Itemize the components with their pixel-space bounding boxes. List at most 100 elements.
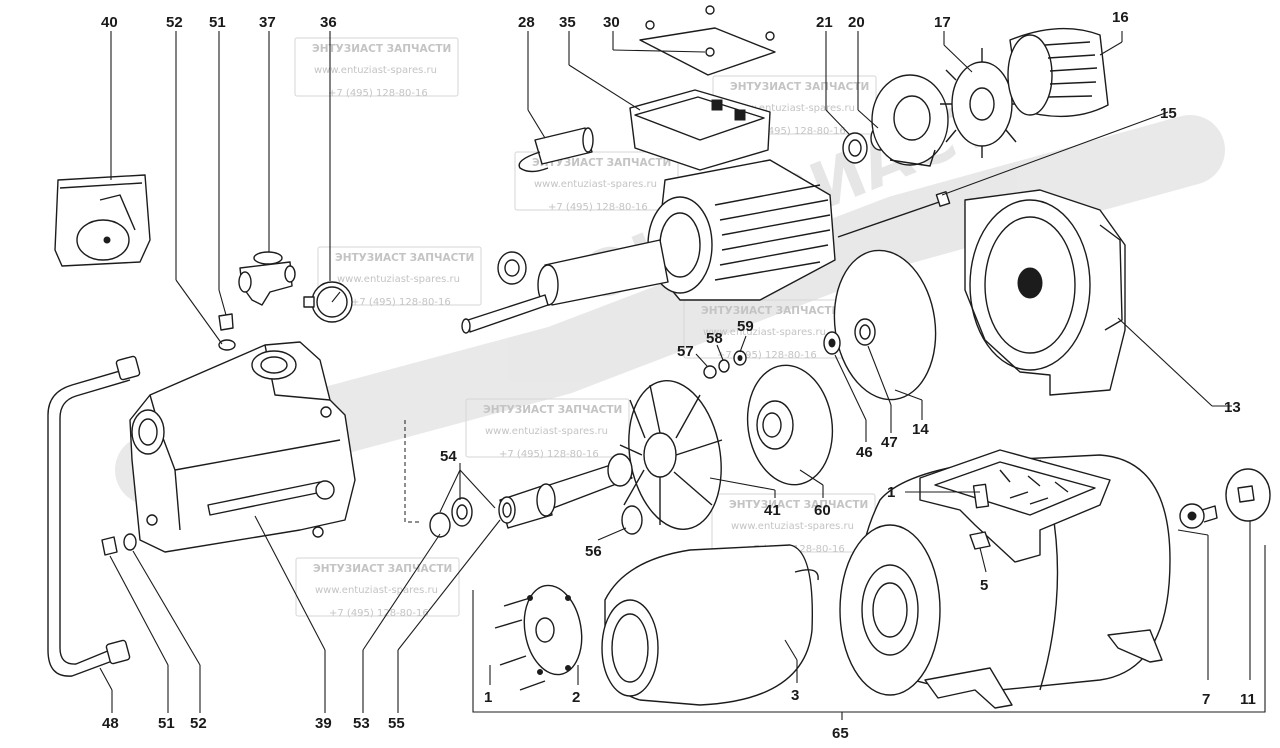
callout-3: 3 [791, 687, 799, 704]
part-36-pressure-gauge [303, 281, 353, 323]
svg-text:www.entuziast-spares.ru: www.entuziast-spares.ru [732, 103, 855, 114]
part-39-pump-body [129, 341, 356, 553]
part-21-bearing-rear [842, 132, 868, 164]
callout-15: 15 [1160, 105, 1177, 122]
callout-28: 28 [518, 14, 535, 31]
callout-54: 54 [440, 448, 457, 465]
svg-text:ЭНТУЗИАСТ ЗАПЧАСТИ: ЭНТУЗИАСТ ЗАПЧАСТИ [729, 499, 868, 511]
callout-13: 13 [1224, 399, 1241, 416]
callout-2: 2 [572, 689, 580, 706]
watermark-stamp-4: ЭНТУЗИАСТ ЗАПЧАСТИ www.entuziast-spares.… [317, 246, 482, 308]
svg-text:ЭНТУЗИАСТ ЗАПЧАСТИ: ЭНТУЗИАСТ ЗАПЧАСТИ [701, 305, 840, 317]
callout-47: 47 [881, 434, 898, 451]
part-3-diaphragm [601, 544, 819, 706]
callout-56: 56 [585, 543, 602, 560]
part-bearing-front [497, 251, 527, 285]
part-46-mechanical-seal [823, 331, 841, 355]
callout-46: 46 [856, 444, 873, 461]
svg-text:www.entuziast-spares.ru: www.entuziast-spares.ru [731, 521, 854, 532]
part-56-o-ring [621, 505, 643, 535]
assembly-dashed-line [404, 420, 420, 523]
part-2-tank-flange [523, 584, 583, 676]
svg-text:ЭНТУЗИАСТ ЗАПЧАСТИ: ЭНТУЗИАСТ ЗАПЧАСТИ [532, 157, 671, 169]
svg-text:+7 (495) 128-80-16: +7 (495) 128-80-16 [746, 126, 846, 137]
svg-text:+7 (495) 128-80-16: +7 (495) 128-80-16 [717, 350, 817, 361]
callout-39: 39 [315, 715, 332, 732]
part-54-jet-nozzle [429, 497, 473, 538]
callout-37: 37 [259, 14, 276, 31]
callout-65: 65 [832, 725, 849, 742]
part-5-nut [969, 531, 991, 550]
callout-60: 60 [814, 502, 831, 519]
callout-53: 53 [353, 715, 370, 732]
part-13-motor-bracket [964, 189, 1126, 396]
part-1-tank-bolt [972, 483, 990, 509]
svg-text:ЭНТУЗИАСТ ЗАПЧАСТИ: ЭНТУЗИАСТ ЗАПЧАСТИ [335, 252, 474, 264]
part-11-valve-cap [1225, 468, 1271, 522]
callout-52: 52 [166, 14, 183, 31]
svg-text:www.entuziast-spares.ru: www.entuziast-spares.ru [315, 585, 438, 596]
callout-41: 41 [764, 502, 781, 519]
part-59-washer [733, 350, 747, 366]
callout-numbers: 40 52 51 37 36 28 35 30 21 20 17 16 15 1… [101, 9, 1256, 742]
callout-48: 48 [102, 715, 119, 732]
svg-text:+7 (495) 128-80-16: +7 (495) 128-80-16 [499, 449, 599, 460]
callout-52-bottom: 52 [190, 715, 207, 732]
part-28-capacitor [518, 127, 594, 173]
part-pump-mount-plate [919, 449, 1111, 563]
callout-58: 58 [706, 330, 723, 347]
motor-rear-flange [871, 74, 949, 167]
watermark-stamp-3: ЭНТУЗИАСТ ЗАПЧАСТИ www.entuziast-spares.… [514, 151, 679, 213]
svg-text:ЭНТУЗИАСТ ЗАПЧАСТИ: ЭНТУЗИАСТ ЗАПЧАСТИ [483, 404, 622, 416]
part-tank-vessel [839, 454, 1171, 709]
callout-20: 20 [848, 14, 865, 31]
svg-text:www.entuziast-spares.ru: www.entuziast-spares.ru [337, 274, 460, 285]
svg-text:www.entuziast-spares.ru: www.entuziast-spares.ru [485, 426, 608, 437]
part-1-bolts-flange [494, 597, 546, 691]
callout-7: 7 [1202, 691, 1210, 708]
part-47-seal-ring [854, 318, 876, 346]
callout-40: 40 [101, 14, 118, 31]
callout-57: 57 [677, 343, 694, 360]
callout-14: 14 [912, 421, 929, 438]
svg-text:www.entuziast-spares.ru: www.entuziast-spares.ru [703, 327, 826, 338]
part-57-nut [703, 365, 717, 379]
part-60-impeller [746, 364, 834, 486]
part-15-tie-bolt [837, 191, 951, 238]
part-7-air-valve [1179, 503, 1218, 529]
part-48-bent-pipe [47, 355, 141, 677]
callout-51: 51 [209, 14, 226, 31]
svg-text:ЭНТУЗИАСТ ЗАПЧАСТИ: ЭНТУЗИАСТ ЗАПЧАСТИ [730, 81, 869, 93]
part-51-plug-bottom [101, 533, 137, 556]
callout-5: 5 [980, 577, 988, 594]
callout-51-bottom: 51 [158, 715, 175, 732]
callout-1-tank: 1 [887, 484, 895, 501]
part-14-diffuser-plate [833, 249, 937, 401]
watermark-stamp-6: ЭНТУЗИАСТ ЗАПЧАСТИ www.entuziast-spares.… [465, 398, 630, 460]
part-17-fan [940, 48, 1025, 158]
part-41-diffuser [619, 380, 723, 530]
part-40-cover [54, 174, 151, 267]
callout-21: 21 [816, 14, 833, 31]
svg-text:www.entuziast-spares.ru: www.entuziast-spares.ru [314, 65, 437, 76]
svg-text:ЭНТУЗИАСТ ЗАПЧАСТИ: ЭНТУЗИАСТ ЗАПЧАСТИ [312, 43, 451, 55]
callout-35: 35 [559, 14, 576, 31]
callout-16: 16 [1112, 9, 1129, 26]
watermark-stamp-8: ЭНТУЗИАСТ ЗАПЧАСТИ www.entuziast-spares.… [295, 557, 460, 619]
leader-lines [99, 31, 1266, 720]
callout-11: 11 [1240, 691, 1256, 708]
svg-text:+7 (495) 128-80-16: +7 (495) 128-80-16 [328, 88, 428, 99]
svg-text:+7 (495) 128-80-16: +7 (495) 128-80-16 [329, 608, 429, 619]
callout-55: 55 [388, 715, 405, 732]
callout-17: 17 [934, 14, 951, 31]
svg-text:+7 (495) 128-80-16: +7 (495) 128-80-16 [351, 297, 451, 308]
part-30-terminal-lid [639, 5, 776, 76]
part-55-ring [498, 496, 516, 524]
part-35-terminal-box [629, 89, 771, 171]
svg-text:www.entuziast-spares.ru: www.entuziast-spares.ru [534, 179, 657, 190]
part-51-plug-top [218, 313, 236, 351]
part-venturi-tube [499, 453, 633, 529]
motor-rotor-shaft [461, 239, 669, 334]
part-58-washer [718, 359, 730, 373]
